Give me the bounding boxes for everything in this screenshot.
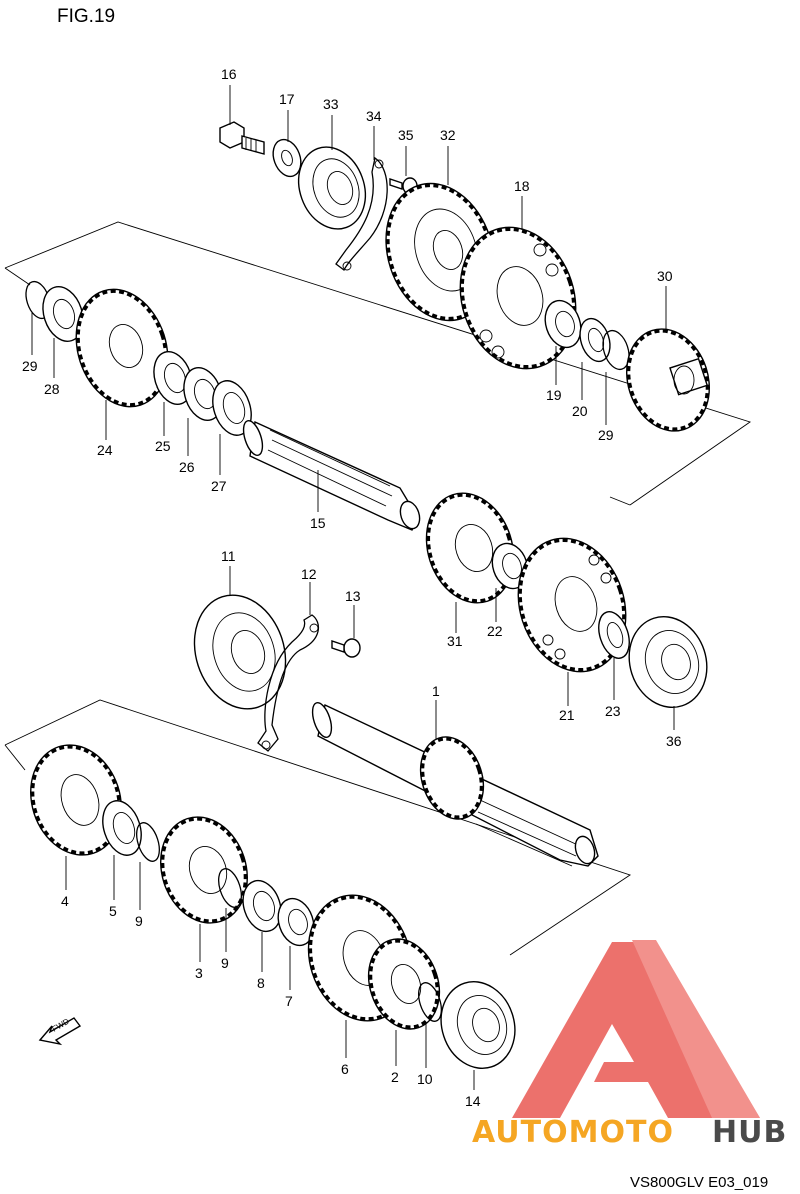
callout-17: 17 bbox=[279, 91, 295, 107]
callout-9-left: 9 bbox=[135, 913, 143, 929]
part-36-bearing bbox=[628, 616, 708, 708]
callout-32: 32 bbox=[440, 127, 456, 143]
callout-24: 24 bbox=[97, 442, 113, 458]
forward-arrow-icon: FWD bbox=[38, 1017, 82, 1046]
part-4-gear bbox=[30, 744, 122, 856]
callout-5: 5 bbox=[109, 903, 117, 919]
part-21-gear bbox=[517, 537, 627, 673]
callout-36: 36 bbox=[666, 733, 682, 749]
part-15-countershaft bbox=[242, 420, 421, 531]
callout-14: 14 bbox=[465, 1093, 481, 1109]
part-24-gear bbox=[75, 288, 169, 408]
callout-23: 23 bbox=[605, 703, 621, 719]
part-17-washer bbox=[272, 138, 302, 178]
part-28-washer bbox=[42, 286, 84, 342]
part-25-bushing bbox=[153, 351, 193, 405]
watermark-brand: AUTOMOTO HUB bbox=[472, 1115, 787, 1150]
callout-18: 18 bbox=[514, 178, 530, 194]
callout-4: 4 bbox=[61, 893, 69, 909]
callout-16: 16 bbox=[221, 66, 237, 82]
callout-30: 30 bbox=[657, 268, 673, 284]
callout-34: 34 bbox=[366, 108, 382, 124]
part-34-retainer-plate bbox=[335, 156, 388, 271]
callout-6: 6 bbox=[341, 1061, 349, 1077]
callout-26: 26 bbox=[179, 459, 195, 475]
callout-19: 19 bbox=[546, 387, 562, 403]
part-8-lock-washer bbox=[242, 879, 282, 933]
callout-8: 8 bbox=[257, 975, 265, 991]
callout-3: 3 bbox=[195, 965, 203, 981]
part-3-gear bbox=[160, 816, 248, 924]
triangle-logo-icon bbox=[512, 940, 760, 1118]
part-19-bushing bbox=[544, 299, 582, 349]
watermark-text-automoto: AUTOMOTO bbox=[472, 1115, 674, 1150]
callout-11: 11 bbox=[221, 548, 236, 564]
callout-29-left: 29 bbox=[22, 358, 38, 374]
watermark-text-hub: HUB bbox=[712, 1115, 787, 1150]
callout-labels: 16 17 33 34 35 32 18 30 19 20 29 29 28 2… bbox=[22, 66, 682, 1109]
diagram-code: VS800GLV E03_019 bbox=[630, 1174, 768, 1191]
callout-9-right: 9 bbox=[221, 955, 229, 971]
callout-33: 33 bbox=[323, 96, 339, 112]
part-33-bearing bbox=[297, 146, 367, 230]
part-31-gear bbox=[425, 492, 515, 604]
callout-25: 25 bbox=[155, 438, 171, 454]
part-30-gear bbox=[626, 328, 710, 432]
callout-12: 12 bbox=[301, 566, 317, 582]
part-23-washer bbox=[598, 611, 630, 659]
driveshaft-group-boundary bbox=[4, 699, 632, 956]
callout-29-right: 29 bbox=[598, 427, 614, 443]
part-9-circlip-right bbox=[218, 868, 242, 908]
part-10-circlip bbox=[418, 982, 442, 1022]
callout-22: 22 bbox=[487, 623, 503, 639]
leader-lines bbox=[31, 85, 675, 1090]
callout-21: 21 bbox=[559, 707, 575, 723]
part-5-bushing bbox=[102, 800, 142, 856]
part-9-circlip-left bbox=[136, 822, 160, 862]
part-18-gear bbox=[459, 226, 577, 370]
callout-2: 2 bbox=[391, 1069, 399, 1085]
callout-27: 27 bbox=[211, 478, 227, 494]
callout-20: 20 bbox=[572, 403, 588, 419]
callout-15: 15 bbox=[310, 515, 326, 531]
part-20-washer bbox=[579, 317, 611, 363]
callout-1: 1 bbox=[432, 683, 440, 699]
part-13-screw bbox=[331, 638, 361, 658]
part-29-circlip-right bbox=[602, 329, 630, 371]
part-16-bolt bbox=[219, 121, 265, 155]
callout-31: 31 bbox=[447, 633, 463, 649]
callout-13: 13 bbox=[345, 588, 361, 604]
callout-10: 10 bbox=[417, 1071, 433, 1087]
part-7-bushing bbox=[277, 897, 315, 947]
figure-title: FIG.19 bbox=[57, 6, 115, 27]
callout-28: 28 bbox=[44, 381, 60, 397]
countershaft-group-boundary bbox=[4, 221, 752, 506]
part-12-retainer-plate bbox=[257, 614, 320, 752]
callout-35: 35 bbox=[398, 127, 414, 143]
part-11-bearing bbox=[193, 594, 287, 710]
callout-7: 7 bbox=[285, 993, 293, 1009]
part-1-driveshaft bbox=[311, 702, 599, 867]
part-27-lock-washer bbox=[212, 380, 252, 436]
part-14-bearing bbox=[440, 981, 516, 1069]
